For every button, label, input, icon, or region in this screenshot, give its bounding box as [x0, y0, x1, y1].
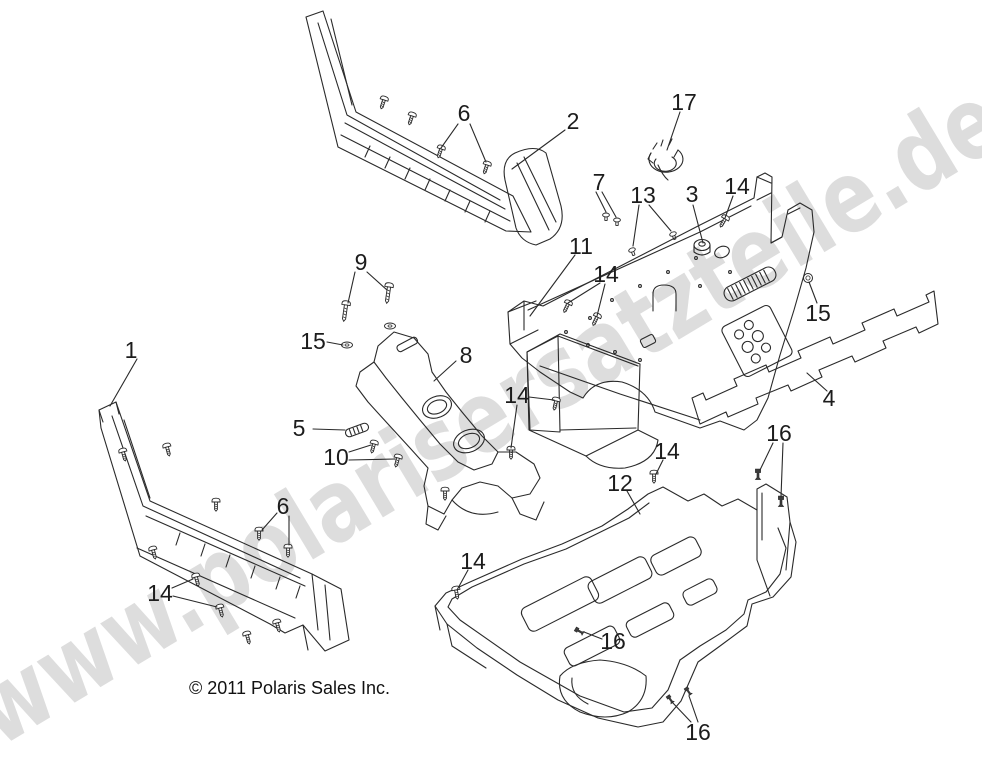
floor-panel-12: [434, 468, 797, 728]
callout-17: 17: [671, 89, 697, 115]
callout-2: 2: [567, 108, 580, 134]
callout-7: 7: [593, 169, 606, 195]
rivet-holes: [564, 256, 732, 362]
callout-16a: 16: [766, 420, 792, 446]
clamp-ring: [647, 138, 684, 181]
callout-5: 5: [293, 415, 306, 441]
rocker-panel-left: [98, 401, 350, 652]
callout-16c: 16: [685, 719, 711, 745]
callout-11: 11: [569, 233, 593, 259]
copyright-notice: © 2011 Polaris Sales Inc.: [189, 678, 390, 698]
plug-5: [344, 422, 370, 438]
rear-closeoff-panel: [506, 172, 815, 469]
callout-14b: 14: [593, 261, 619, 287]
callout-14d: 14: [654, 438, 680, 464]
clip-icon: [778, 495, 784, 507]
callout-4: 4: [823, 385, 836, 411]
leader-lines: [109, 111, 828, 723]
callout-12: 12: [607, 470, 633, 496]
handle-grip: [723, 266, 777, 302]
callout-8: 8: [460, 342, 473, 368]
screw-icon: [404, 110, 418, 127]
screw-icon: [161, 441, 174, 458]
clip-icon: [573, 626, 585, 636]
seal-strip-4: [691, 290, 939, 425]
screw-icon: [382, 281, 395, 305]
rivet-icon: [613, 217, 621, 227]
callout-3: 3: [686, 181, 699, 207]
screw-icon: [339, 299, 352, 323]
screw-icon: [450, 585, 462, 601]
callout-16b: 16: [600, 628, 626, 654]
callout-labels: 1 2 3 4 5 6 6 7 8 9 10 11 12 13 14 14 14…: [125, 89, 836, 745]
callout-15a: 15: [300, 328, 326, 354]
callout-13: 13: [630, 182, 656, 208]
callout-14f: 14: [147, 580, 173, 606]
callout-14a: 14: [724, 173, 750, 199]
screw-icon: [241, 629, 254, 646]
switch-panel: [721, 304, 793, 378]
rocker-panel-right: [305, 10, 563, 246]
center-console-8: [339, 281, 545, 531]
screw-icon: [376, 94, 390, 111]
callout-14c: 14: [504, 382, 530, 408]
bolt-icon: [803, 273, 813, 283]
callout-10: 10: [323, 444, 349, 470]
callout-14e: 14: [460, 548, 486, 574]
callout-6a: 6: [458, 100, 471, 126]
rivet-icon: [602, 212, 610, 222]
rocker-end-cap-2: [503, 147, 563, 246]
callout-15b: 15: [805, 300, 831, 326]
callout-9: 9: [355, 249, 368, 275]
clip-pin-icon: [627, 246, 638, 257]
washer-icon: [384, 322, 396, 330]
callout-1: 1: [125, 337, 138, 363]
clip-icon: [755, 468, 761, 480]
support-bracket-11: [526, 333, 659, 469]
screw-icon: [433, 143, 447, 160]
callout-6b: 6: [277, 493, 290, 519]
